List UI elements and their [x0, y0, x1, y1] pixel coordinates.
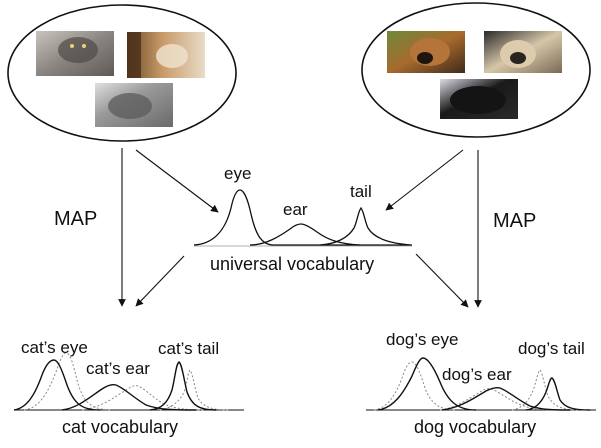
dog-tail-curve: [525, 377, 591, 411]
arrow-universal-to-dog: [415, 253, 469, 308]
universal-eye-label: eye: [224, 164, 251, 183]
universal-ear-label: ear: [283, 200, 308, 219]
cat-ear-reference-curve: [81, 385, 205, 411]
dog-eye-reference-curve: [373, 361, 457, 411]
cat-eye-reference-curve: [23, 352, 111, 411]
dog-caption: dog vocabulary: [414, 417, 536, 437]
dog-photo: [440, 79, 518, 119]
dog-photo: [387, 31, 465, 73]
universal-tail-label: tail: [350, 182, 372, 201]
dog-eye-label: dog’s eye: [386, 330, 458, 349]
cat-tail-curve: [149, 361, 217, 411]
dog-tail-label: dog’s tail: [518, 339, 585, 358]
cat-photo: [95, 83, 173, 127]
universal-tail-curve: [319, 206, 411, 246]
dog-ear-label: dog’s ear: [442, 365, 512, 384]
map-label-left: MAP: [54, 208, 97, 230]
cat-image-group: [7, 4, 237, 142]
map-label-right: MAP: [493, 210, 536, 232]
dog-ear-curve: [441, 386, 571, 411]
dog-ear-reference-curve: [439, 388, 561, 411]
dog-image-group: [361, 2, 591, 138]
cat-ear-label: cat’s ear: [86, 359, 150, 378]
cat-caption: cat vocabulary: [62, 417, 178, 437]
universal-caption: universal vocabulary: [210, 254, 374, 274]
map-arrows: [118, 148, 482, 308]
arrow-dogs-to-universal: [385, 149, 464, 211]
dog-eye-curve: [377, 357, 477, 411]
dog-photo: [484, 31, 562, 73]
universal-ear-curve: [249, 223, 361, 246]
universal-vocabulary: eye ear tail universal vocabulary: [193, 164, 412, 274]
dog-tail-reference-curve: [511, 369, 579, 411]
arrow-cats-to-universal: [135, 149, 219, 213]
cat-eye-curve: [13, 359, 101, 411]
cat-photo: [36, 31, 114, 76]
cat-photo: [127, 32, 205, 78]
dog-vocabulary: dog’s eye dog’s ear dog’s tail dog vocab…: [366, 330, 596, 437]
dog-set-ellipse: [361, 2, 591, 138]
cat-tail-label: cat’s tail: [158, 339, 219, 358]
cat-set-ellipse: [7, 4, 237, 142]
cat-eye-label: cat’s eye: [21, 338, 88, 357]
arrow-universal-to-cat: [135, 255, 185, 307]
cat-vocabulary: cat’s eye cat’s ear cat’s tail cat vocab…: [13, 338, 244, 437]
universal-eye-curve: [193, 189, 412, 246]
